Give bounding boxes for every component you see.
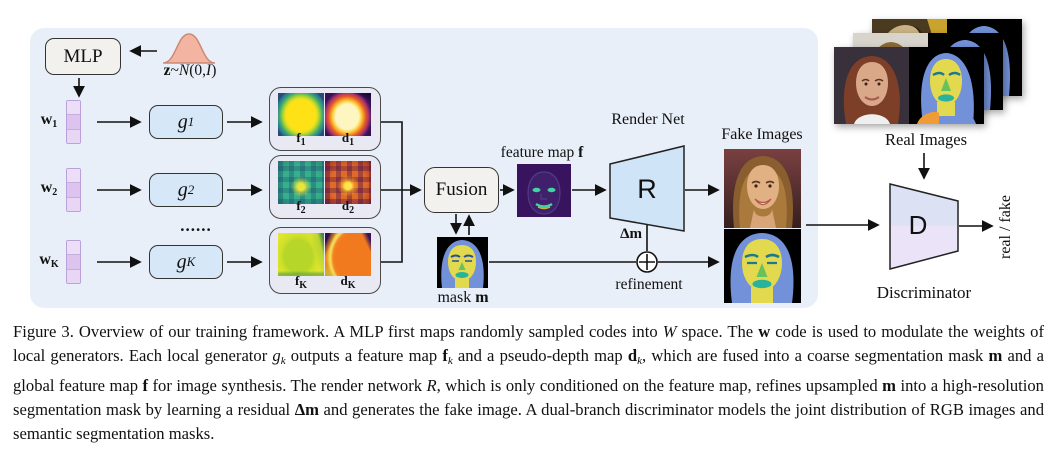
dk-image <box>325 233 371 276</box>
feature-group-k: fK dK <box>269 227 381 294</box>
d2-image <box>325 161 371 204</box>
mlp-label: MLP <box>63 45 103 67</box>
real-images-label: Real Images <box>884 130 967 149</box>
collector-lines <box>381 121 403 263</box>
fusion-label: Fusion <box>435 179 488 200</box>
figure-caption: Figure 3. Overview of our training frame… <box>13 322 1045 444</box>
delta-m-label: Δm <box>620 226 642 242</box>
w1-vector <box>66 100 81 144</box>
dk-label: dK <box>340 273 356 291</box>
feature-map-f-label: feature map f <box>500 144 584 161</box>
real-pair-front <box>834 47 984 124</box>
real-fake-label: real / fake <box>997 195 1014 259</box>
z-distribution-label: z~N(0,I) <box>163 62 217 79</box>
f1-image <box>278 93 324 136</box>
refinement-label: refinement <box>615 276 683 293</box>
ellipsis-dots: ...... <box>180 216 212 235</box>
fk-image <box>278 233 324 276</box>
feature-map-f-image <box>517 164 571 217</box>
w2-label: w2 <box>40 179 58 198</box>
d1-label: d1 <box>341 130 355 148</box>
feature-group-2: f2 d2 <box>269 155 381 219</box>
d-label: D <box>908 209 928 240</box>
wk-vector <box>66 240 81 284</box>
gaussian-icon <box>162 33 216 64</box>
fake-images-label: Fake Images <box>721 126 803 143</box>
feature-group-1: f1 d1 <box>269 87 381 151</box>
real-seg-image <box>909 47 984 124</box>
mask-m-label: mask m <box>437 289 489 306</box>
f2-label: f2 <box>296 198 306 216</box>
r-label: R <box>637 173 657 204</box>
discriminator-trapezoid <box>889 183 959 270</box>
mlp-box: MLP <box>45 38 121 75</box>
real-photo-image <box>834 47 909 124</box>
fake-photo-image <box>724 149 801 228</box>
d1-image <box>325 93 371 136</box>
discriminator-label: Discriminator <box>876 283 972 302</box>
fk-label: fK <box>294 273 308 291</box>
f2-image <box>278 161 324 204</box>
plus-glyph <box>639 254 655 270</box>
wk-label: wK <box>39 251 59 270</box>
fusion-box: Fusion <box>424 167 499 213</box>
render-net-label: Render Net <box>611 111 685 128</box>
f1-label: f1 <box>296 130 306 148</box>
w1-label: w1 <box>40 111 58 130</box>
w2-vector <box>66 168 81 212</box>
render-net-trapezoid <box>609 145 685 232</box>
d2-label: d2 <box>341 198 355 216</box>
mask-m-image <box>437 237 488 288</box>
fake-seg-image <box>724 229 801 303</box>
